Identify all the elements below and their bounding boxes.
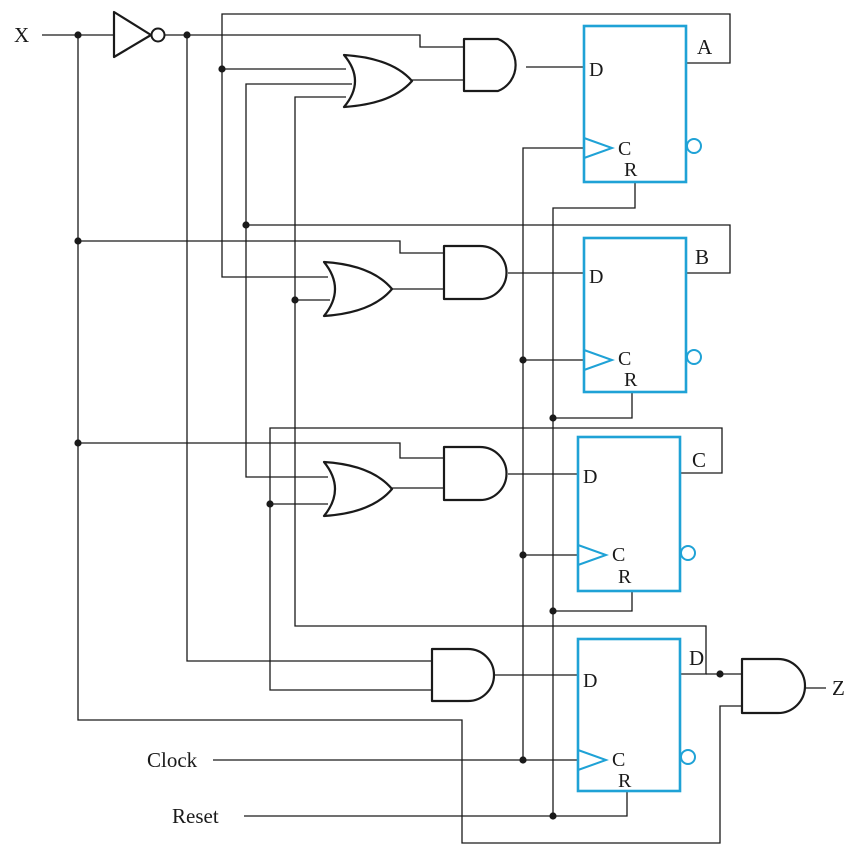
wire-x-to-and-b [78,240,444,254]
output-z-label: Z [832,676,845,700]
flipflop-a-reset-pin: R [624,159,638,181]
flipflop-d-clock-pin: C [612,749,625,771]
wire-x-bus [77,35,742,844]
wire-reset-to-ff-c [553,589,633,612]
junction [218,65,226,73]
junction [716,670,724,678]
flipflop-a-clock-pin: C [618,138,631,160]
wire-b-feedback [245,224,731,478]
flipflop-c: D C R C [576,435,706,593]
wire-reset-bus [244,790,628,817]
wire-c-feedback [269,427,723,691]
flipflop-c-reset-pin: R [618,566,632,588]
junction [291,296,299,304]
flipflop-b-body [582,236,688,394]
junction [549,414,557,422]
and-gate-z [740,657,807,715]
wires [42,13,826,844]
junction [74,237,82,245]
flipflop-d-body [576,637,682,793]
flipflop-d-reset-pin: R [618,770,632,792]
flipflop-a-d-pin: D [589,59,603,81]
flipflop-c-clock-triangle [577,544,609,566]
flipflop-b-clock-pin: C [618,348,631,370]
wire-d-feedback [294,96,707,675]
or-gate-b [322,260,394,318]
flipflop-d-d-pin: D [583,670,597,692]
wire-b-to-or-a [245,83,352,225]
and-gate-b [442,244,508,301]
input-clock-label: Clock [147,748,198,772]
junction [549,812,557,820]
and-gate-c [442,445,508,502]
flipflop-d-q-bar-bubble [680,749,696,765]
flipflop-b-q-bar-bubble [686,349,702,365]
flipflop-a-q-bar-bubble [686,138,702,154]
flipflop-b-reset-pin: R [624,369,638,391]
flipflop-a-body [582,24,688,184]
flipflop-d-label: D [689,646,704,670]
flipflop-b-clock-triangle [583,349,615,371]
flipflop-a: D C R A [582,24,713,184]
junction [74,439,82,447]
junction [183,31,191,39]
junction [242,221,250,229]
junction [519,356,527,364]
wire-reset-vertical [552,180,636,816]
flipflop-b-label: B [695,245,709,269]
flipflop-c-body [576,435,682,593]
inverter-gate [112,10,166,59]
wire-reset-to-ff-b [553,391,633,419]
junction [74,31,82,39]
flipflop-c-label: C [692,448,706,472]
wire-a-feedback [221,13,731,278]
input-reset-label: Reset [172,804,219,828]
flipflop-b: D C R B [582,236,709,394]
flipflop-a-label: A [697,35,713,59]
junction [519,756,527,764]
junction [519,551,527,559]
junctions [74,31,724,820]
flipflop-a-clock-triangle [583,137,615,159]
flipflop-b-d-pin: D [589,266,603,288]
junction [266,500,274,508]
wire-xbar-bus [165,34,432,662]
flipflop-c-q-bar-bubble [680,545,696,561]
and-gate-a [462,37,517,93]
or-gate-a [342,53,414,109]
flipflop-d-clock-triangle [577,749,609,771]
input-x-label: X [14,23,29,47]
and-gate-d [430,647,496,703]
wire-xbar-to-and-a [187,34,464,48]
wire-x-to-and-c [78,442,444,459]
junction [549,607,557,615]
flipflop-d: D C R D [576,637,704,793]
inverter-bubble [150,27,166,43]
or-gate-c [322,460,394,518]
flipflop-c-d-pin: D [583,466,597,488]
flipflop-c-clock-pin: C [612,544,625,566]
